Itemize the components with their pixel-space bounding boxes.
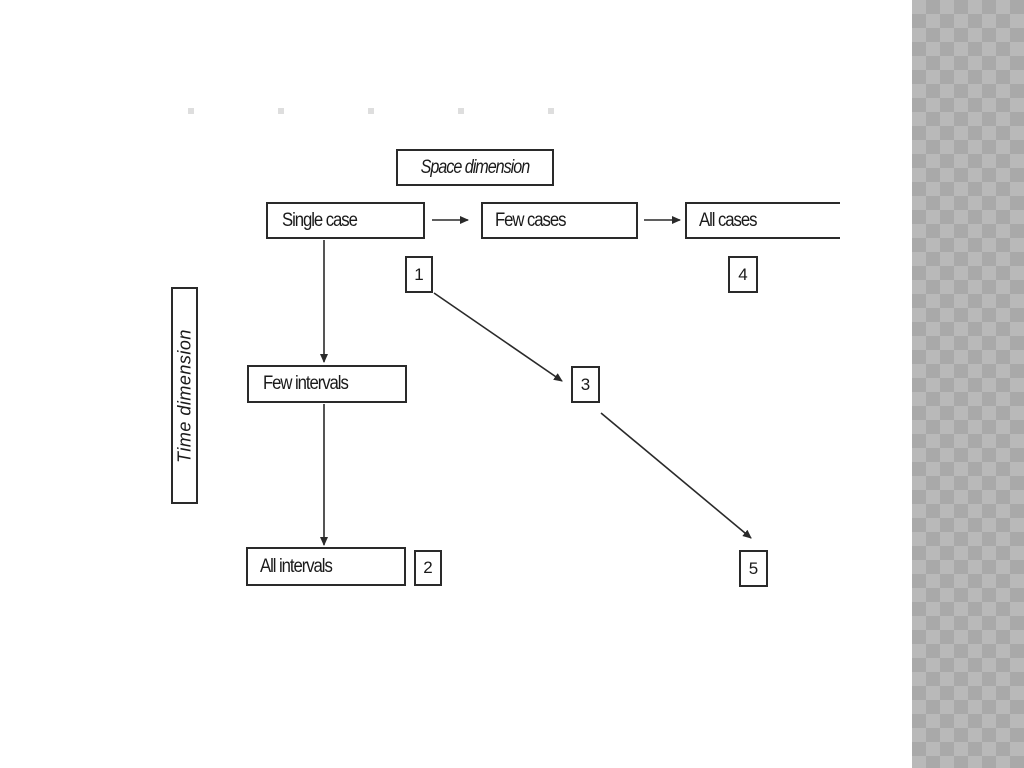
decorative-side-panel	[912, 0, 1024, 768]
slide-canvas: Space dimension Time dimension Single ca…	[171, 108, 840, 587]
marker-1: 1	[405, 256, 433, 293]
arrow-3-to-5	[600, 412, 752, 539]
space-dimension-label: Space dimension	[396, 149, 554, 186]
node-all-cases: All cases	[685, 202, 840, 239]
marker-5: 5	[739, 550, 768, 587]
marker-3: 3	[571, 366, 600, 403]
time-dimension-label: Time dimension	[171, 287, 198, 504]
marker-4: 4	[728, 256, 758, 293]
marker-2: 2	[414, 550, 442, 586]
node-single-case: Single case	[266, 202, 425, 239]
arrow-1-to-3	[433, 292, 563, 382]
node-all-intervals: All intervals	[246, 547, 406, 586]
faded-title-remnant	[188, 108, 568, 114]
node-few-intervals: Few intervals	[247, 365, 407, 403]
node-few-cases: Few cases	[481, 202, 638, 239]
connector-layer	[320, 216, 752, 546]
